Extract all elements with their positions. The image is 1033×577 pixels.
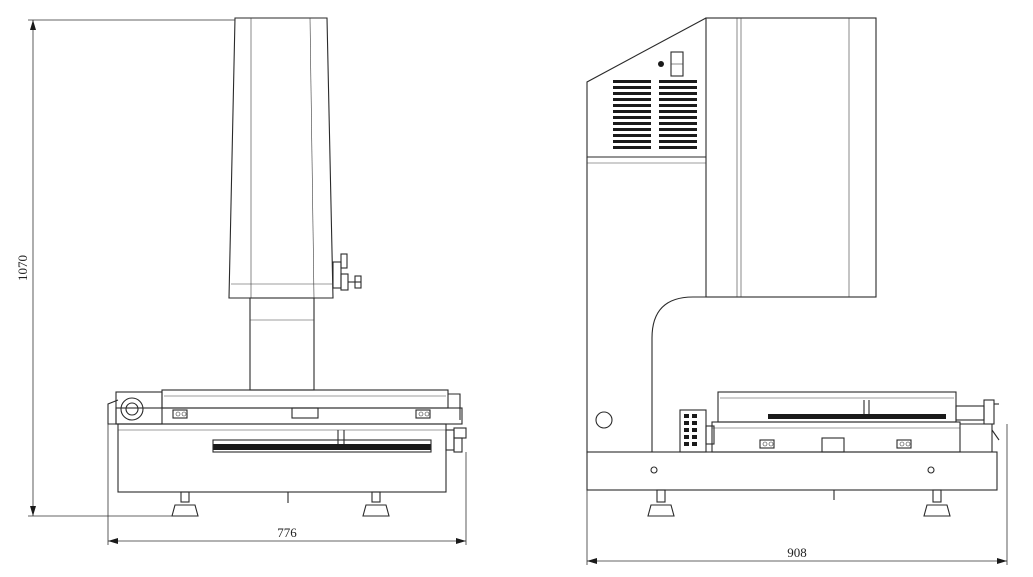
side-width-label: 908: [787, 545, 807, 560]
x-axis-knob-icon: [445, 427, 467, 453]
port-icon: [595, 411, 613, 429]
bearing-block-icon: [759, 439, 775, 449]
dimension-side-width: 908: [586, 424, 1008, 565]
leveling-foot-icon: [647, 489, 675, 517]
dimension-height: 1070: [15, 19, 235, 517]
indicator-light-icon: [658, 61, 664, 67]
leveling-foot-icon: [923, 489, 951, 517]
bearing-block-icon: [896, 439, 912, 449]
y-axis-knob-icon: [679, 409, 715, 453]
leveling-foot-icon: [171, 491, 199, 517]
vent-grille-icon: [659, 80, 697, 149]
dimension-front-width: 776: [107, 424, 467, 545]
bearing-block-icon: [415, 409, 431, 419]
front-view: [107, 17, 467, 517]
rear-knob-icon: [955, 399, 999, 425]
focus-knob-icon: [332, 253, 362, 291]
front-width-label: 776: [277, 525, 297, 540]
height-label: 1070: [15, 255, 30, 281]
power-switch-icon: [670, 51, 684, 77]
side-view: [586, 17, 1000, 517]
vent-grille-icon: [613, 80, 651, 149]
bearing-block-icon: [172, 409, 188, 419]
leveling-foot-icon: [362, 491, 390, 517]
